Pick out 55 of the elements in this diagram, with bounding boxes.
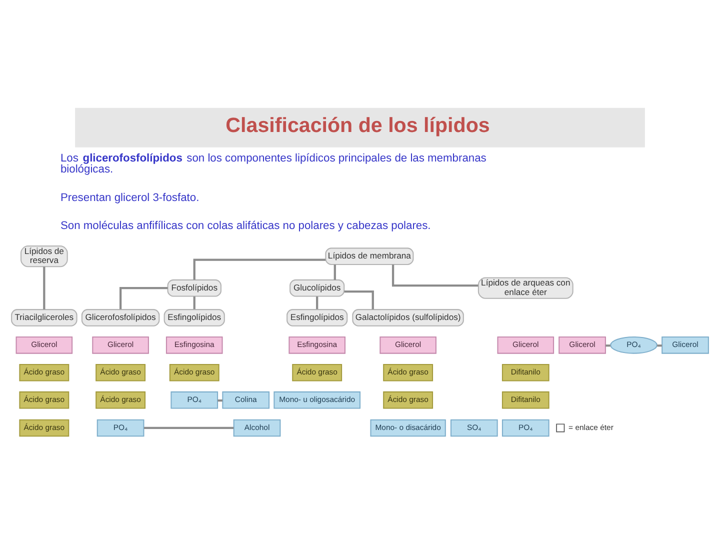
node-box: Ácido graso [19,363,70,381]
connector [119,286,168,309]
node-box: Mono- u oligosacárido [274,390,361,408]
connector [193,296,196,309]
connector [392,264,478,286]
node-box: Glicerol [497,336,554,354]
node-box: Mono- o disacárido [370,418,446,436]
node-box: Ácido graso [96,363,146,381]
node-box: Glicerol [380,336,436,354]
node-box: Glicerofosfolípidos [81,308,160,326]
node-box: Fosfolípidos [167,278,222,296]
node-box: Difitanilo [502,390,550,408]
node-ellipse: PO₄ [610,336,658,354]
connector [144,426,234,429]
node-box: Ácido graso [383,363,434,381]
node-box: Colina [222,390,270,408]
node-box: Glicerol [16,336,73,354]
connector [334,264,336,280]
label: Los glicerofosfolípidos son los componentes lipídicos principales de las membranas biológicas. [60,152,486,176]
legend-label: = enlace éter [568,422,614,432]
node-box: Glicerol [662,336,709,354]
node-box: Esfingolípidos [164,308,225,326]
node-box: Alcohol [233,418,281,436]
label: Presentan glicerol 3-fosfato. [60,191,200,204]
node-box: Galactolípidos (sulfolípidos) [352,308,464,326]
node-box: Ácido graso [96,390,146,408]
node-box: Lípidos de reserva [20,245,68,267]
connector [344,290,374,309]
node-box: Ácido graso [383,390,434,408]
connector [316,296,318,309]
node-box: Glucolípidos [290,278,345,296]
node-box: Esfingolípidos [286,308,348,326]
node-box: PO₄ [170,390,218,408]
label: Son moléculas anfifílicas con colas alifáticas no polares y cabezas polares. [60,220,431,232]
connector [606,344,610,346]
connector [193,258,326,280]
node-box: Lípidos de arqueas con enlace éter [478,276,574,298]
node-box: Triacilgliceroles [11,308,78,326]
node-box: Glicerol [92,336,149,354]
node-box: SO₄ [450,418,498,436]
diagram-title: Clasificación de los lípidos [226,114,490,137]
node-box: Difitanilo [502,363,550,381]
node-box: Ácido graso [19,418,70,436]
node-box: Lípidos de membrana [325,247,414,264]
node-box: Ácido graso [292,363,342,381]
connector [43,266,46,309]
node-box: PO₄ [502,418,550,436]
node-box: Esfingosina [288,336,346,354]
connector [218,398,222,402]
connector [657,344,662,346]
node-box: Glicerol [558,336,606,354]
node-box: Ácido graso [169,363,220,381]
node-box: Ácido graso [19,390,70,408]
node-box: Esfingosina [166,336,223,354]
node-box: PO₄ [96,418,144,436]
